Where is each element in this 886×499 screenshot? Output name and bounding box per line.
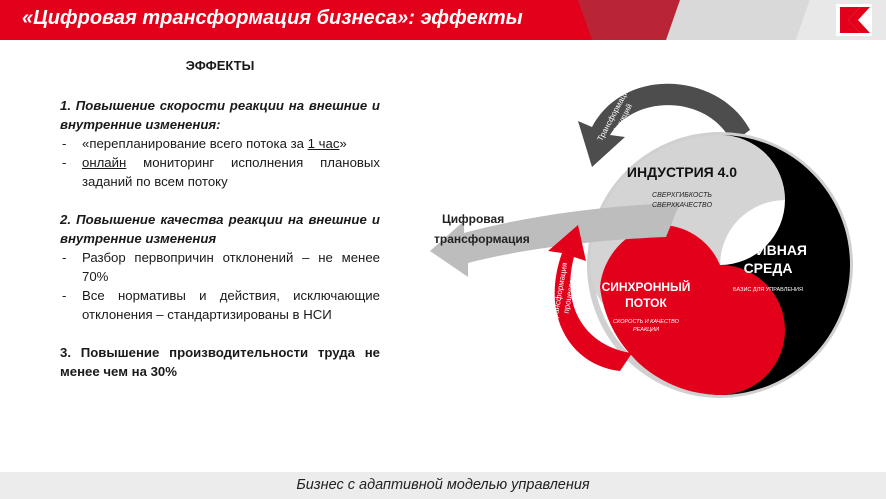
transformation-diagram: ИНДУСТРИЯ 4.0 СВЕРХГИБКОСТЬ СВЕРХКАЧЕСТВ…: [430, 83, 853, 398]
effect-1-point-1: «перепланирование всего потока за 1 час»: [60, 134, 380, 153]
footer-text: Бизнес с адаптивной моделью управления: [296, 477, 590, 493]
effect-3-title: 3. Повышение производительности труда не…: [60, 345, 380, 379]
effect-2-title: 2. Повышение качества реакции на внешние…: [60, 212, 380, 246]
effects-heading: ЭФФЕКТЫ: [185, 58, 255, 73]
active-title-2: СРЕДА: [744, 260, 793, 276]
page-title: «Цифровая трансформация бизнеса»: эффект…: [22, 7, 523, 29]
effect-1-points: «перепланирование всего потока за 1 час»…: [60, 134, 380, 191]
functions-arrow: [578, 83, 750, 167]
processes-arrow: [548, 225, 632, 371]
effects-list: 1. Повышение скорости реакции на внешние…: [60, 96, 380, 381]
sync-sub-2: РЕАКЦИИ: [633, 327, 659, 333]
digital-arrow: [430, 203, 680, 277]
logo-icon: [836, 4, 872, 36]
effect-2-point-2: Все нормативы и действия, исключающие от…: [60, 286, 380, 324]
industry-sub-2: СВЕРХКАЧЕСТВО: [652, 202, 713, 209]
header-decoration: [560, 0, 886, 40]
industry-title: ИНДУСТРИЯ 4.0: [627, 164, 737, 180]
effect-2-point-1: Разбор первопричин отклонений – не менее…: [60, 248, 380, 286]
title-bar: «Цифровая трансформация бизнеса»: эффект…: [0, 0, 560, 40]
industry-sub-1: СВЕРХГИБКОСТЬ: [652, 192, 712, 199]
digital-label-1: Цифровая: [442, 212, 504, 226]
effect-2-points: Разбор первопричин отклонений – не менее…: [60, 248, 380, 324]
active-sub: БАЗИС ДЛЯ УПРАВЛЕНИЯ: [733, 287, 803, 293]
effect-1-title: 1. Повышение скорости реакции на внешние…: [60, 98, 380, 132]
sync-title-2: ПОТОК: [625, 296, 667, 310]
effect-1-point-2: онлайн мониторинг исполнения плановых за…: [60, 153, 380, 191]
sync-title-1: СИНХРОННЫЙ: [602, 279, 691, 294]
digital-label-2: трансформация: [434, 232, 530, 246]
footer-bar: Бизнес с адаптивной моделью управления: [0, 472, 886, 499]
sync-sub-1: СКОРОСТЬ И КАЧЕСТВО: [613, 319, 680, 325]
sync-lobe: [600, 224, 785, 395]
active-title-1: АКТИВНАЯ: [729, 242, 807, 258]
